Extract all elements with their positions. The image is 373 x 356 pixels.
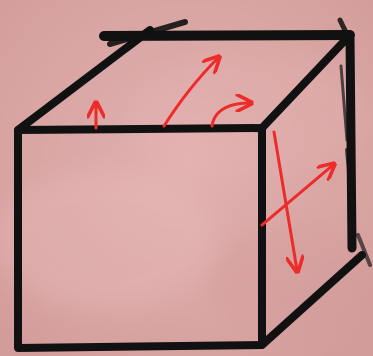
cube-sketch (0, 0, 373, 356)
sketch-canvas (0, 0, 373, 356)
